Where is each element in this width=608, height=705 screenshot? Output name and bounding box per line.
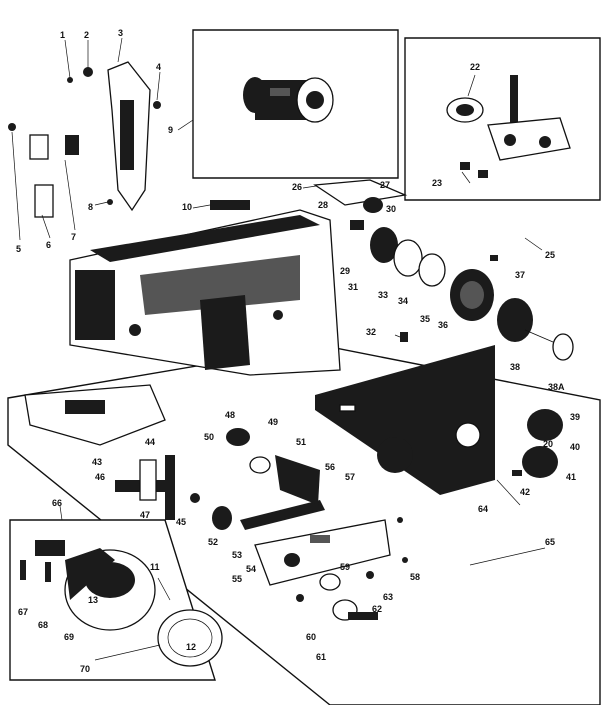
part-label: 27 — [380, 180, 390, 190]
bed-plate — [24, 384, 166, 446]
part-label: 62 — [372, 604, 382, 614]
part-label: 6 — [46, 240, 51, 250]
part-label: 47 — [140, 510, 150, 520]
part-label: 38A — [548, 382, 565, 392]
part-label: 31 — [348, 282, 358, 292]
front-plate — [315, 345, 495, 495]
part-label: 45 — [176, 517, 186, 527]
part-label: 49 — [268, 417, 278, 427]
part-label: 23 — [432, 178, 442, 188]
linkage-parts — [115, 428, 408, 621]
part-label: 46 — [95, 472, 105, 482]
part-label: 41 — [566, 472, 576, 482]
part-label: 48 — [225, 410, 235, 420]
hook-assembly-drawing — [446, 75, 571, 178]
part-label: 52 — [208, 537, 218, 547]
hook-inset-panel — [404, 37, 601, 201]
part-label: 8 — [88, 202, 93, 212]
part-label: 37 — [515, 270, 525, 280]
part-label: 10 — [182, 202, 192, 212]
part-label: 64 — [478, 504, 488, 514]
part-label: 63 — [383, 592, 393, 602]
part-label: 12 — [186, 642, 196, 652]
part-label: 58 — [410, 572, 420, 582]
part-label: 40 — [570, 442, 580, 452]
part-labels: 1 2 3 4 5 6 7 8 9 10 11 12 13 20 22 23 2… — [16, 28, 580, 674]
part-label: 67 — [18, 607, 28, 617]
part-label: 59 — [340, 562, 350, 572]
part-label: 7 — [71, 232, 76, 242]
part-label: 9 — [168, 125, 173, 135]
control-dials — [377, 409, 563, 478]
part-label: 43 — [92, 457, 102, 467]
part-label: 35 — [420, 314, 430, 324]
part-label: 69 — [64, 632, 74, 642]
part-label: 29 — [340, 266, 350, 276]
part-label: 61 — [316, 652, 326, 662]
part-label: 20 — [543, 439, 553, 449]
part-label: 36 — [438, 320, 448, 330]
part-label: 30 — [386, 204, 396, 214]
part-label: 5 — [16, 244, 21, 254]
part-label: 50 — [204, 432, 214, 442]
part-label: 66 — [52, 498, 62, 508]
part-label: 39 — [570, 412, 580, 422]
part-label: 54 — [246, 564, 256, 574]
part-label: 38 — [510, 362, 520, 372]
part-label: 55 — [232, 574, 242, 584]
part-label: 57 — [345, 472, 355, 482]
part-label: 4 — [156, 62, 161, 72]
part-label: 33 — [378, 290, 388, 300]
part-label: 56 — [325, 462, 335, 472]
part-label: 32 — [366, 327, 376, 337]
part-label: 42 — [520, 487, 530, 497]
part-label: 2 — [84, 30, 89, 40]
part-label: 70 — [80, 664, 90, 674]
part-label: 34 — [398, 296, 408, 306]
part-label: 26 — [292, 182, 302, 192]
leader-lines — [11, 37, 546, 661]
part-label: 28 — [318, 200, 328, 210]
part-label: 25 — [545, 250, 555, 260]
part-label: 68 — [38, 620, 48, 630]
bobbin-case-drawing — [20, 540, 223, 667]
part-label: 11 — [150, 562, 160, 572]
motor-drawing — [243, 77, 334, 123]
part-label: 1 — [60, 30, 65, 40]
shaft-parts — [313, 179, 574, 361]
part-label: 51 — [296, 437, 306, 447]
part-label: 13 — [88, 595, 98, 605]
part-label: 44 — [145, 437, 155, 447]
part-label: 53 — [232, 550, 242, 560]
part-label: 3 — [118, 28, 123, 38]
upper-left-parts — [8, 61, 161, 218]
machine-arm-body — [69, 200, 341, 376]
part-label: 65 — [545, 537, 555, 547]
part-label: 22 — [470, 62, 480, 72]
part-label: 60 — [306, 632, 316, 642]
